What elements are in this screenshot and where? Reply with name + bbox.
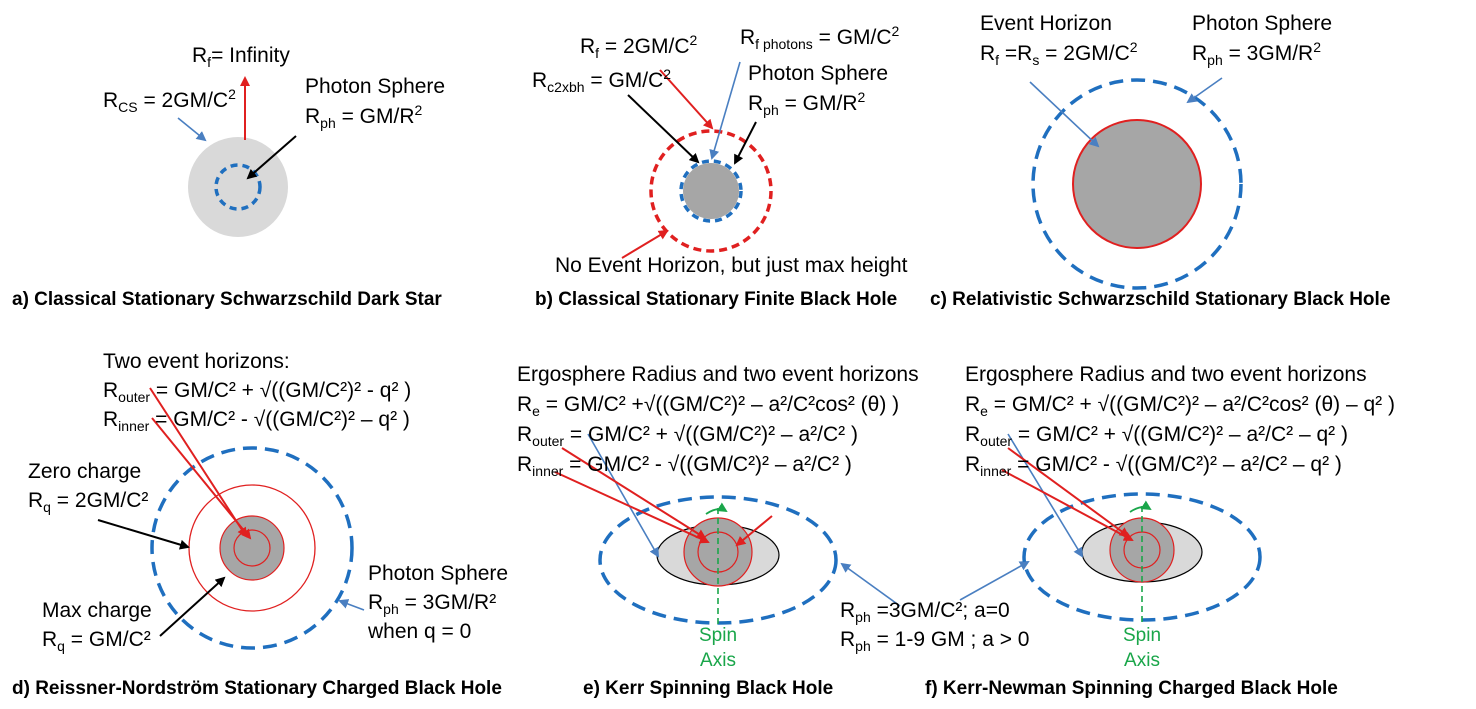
rinner-arrow-f [1001,469,1134,541]
spin-arrow-f [1129,500,1152,513]
two-horizons-title: Two event horizons: [103,350,290,373]
zero-charge-arrow [97,519,190,550]
caption-f: f) Kerr-Newman Spinning Charged Black Ho… [925,678,1338,699]
caption-c: c) Relativistic Schwarzschild Stationary… [930,289,1390,310]
router-arrow-f [1007,447,1130,538]
rinner-arrow-e [554,471,710,544]
re-arrow-e [587,433,659,558]
rfph-arrow [709,61,741,160]
caption-a: a) Classical Stationary Schwarzschild Da… [12,289,442,310]
max-height-ring [649,129,773,253]
zero-charge-title: Zero charge [28,460,141,483]
rf-arrow-b [659,69,714,130]
dark-star-body [188,137,288,237]
max-height-note: No Event Horizon, but just max height [555,254,908,277]
ergosphere-title-e: Ergosphere Radius and two event horizons [517,363,919,386]
charged-black-hole-body [219,515,285,581]
caption-d: d) Reissner-Nordström Stationary Charged… [12,678,502,699]
rph-label-a: Rph = GM/R2 [305,102,423,131]
photon-sphere-ring [214,163,262,211]
panel-c: Event Horizon Rf =Rs = 2GM/C2 Photon Sph… [930,12,1390,310]
axis-label-f: Axis [1124,650,1160,671]
rc2-arrow [627,94,700,164]
rph-label-e1: Rph =3GM/C²; a=0 [840,599,1010,625]
rfph-label: Rf photons = GM/C2 [740,23,900,52]
router-label-d: Router = GM/C² + √((GM/C²)² - q² ) [103,379,411,405]
re-arrow-f [1007,433,1084,558]
finite-black-hole-body [683,163,739,219]
rinner-label-e: Rinner = GM/C² - √((GM/C²)² – a²/C² ) [517,453,852,479]
rf-label-a: Rf= Infinity [192,44,290,70]
rcs-arrow [177,117,207,142]
event-horizon-body [1072,119,1202,249]
router-arrow-d [149,387,248,538]
rph-arrow-e [840,562,901,607]
rph-arrow-b [734,121,757,165]
photon-sphere-title-d: Photon Sphere [368,562,508,585]
rph-label-c: Rph = 3GM/R2 [1192,39,1321,68]
rph-label-b: Rph = GM/R2 [748,89,866,118]
event-horizon-title: Event Horizon [980,12,1112,35]
photon-sphere-ring-d [150,446,354,650]
re-label-f: Re = GM/C² + √((GM/C²)² – a²/C²cos² (θ) … [965,393,1395,419]
inner-horizon-ring [233,529,271,567]
rq-zero-label: Rq = 2GM/C² [28,489,148,515]
rf-label-c: Rf =Rs = 2GM/C2 [980,39,1138,68]
rph-note-d: when q = 0 [367,620,471,643]
rph-arrow-d [338,599,365,611]
router-arrow-e [561,447,707,540]
panel-f: Ergosphere Radius and two event horizons… [925,363,1395,699]
spin-label-e: Spin [699,625,737,646]
caption-b: b) Classical Stationary Finite Black Hol… [535,289,897,310]
axis-label-e: Axis [700,650,736,671]
re-label-e: Re = GM/C² +√((GM/C²)² – a²/C²cos² (θ) ) [517,393,899,419]
rinner-arrow-e2 [735,515,773,547]
rph-arrow [246,135,297,180]
spin-label-f: Spin [1123,625,1161,646]
rph-arrow-c [1186,77,1223,104]
photon-sphere-title-b: Photon Sphere [748,62,888,85]
router-label-f: Router = GM/C² + √((GM/C²)² – a²/C² – q²… [965,423,1348,449]
rph-label-e2: Rph = 1-9 GM ; a > 0 [840,628,1030,654]
note-arrow [621,229,669,259]
panel-d: Two event horizons: Router = GM/C² + √((… [12,350,508,699]
panel-a: Rf= Infinity RCS = 2GM/C2 Photon Sphere … [12,44,445,310]
photon-sphere-ring-c [1031,78,1243,290]
max-charge-arrow [159,576,226,637]
ergosphere-title-f: Ergosphere Radius and two event horizons [965,363,1367,386]
spin-arrow-e [705,502,728,515]
photon-sphere-ring-b [679,159,743,223]
panel-b: Rf = 2GM/C2 Rf photons = GM/C2 Rc2xbh = … [532,23,908,310]
rc2-label: Rc2xbh = GM/C2 [532,66,671,95]
photon-sphere-title-c: Photon Sphere [1192,12,1332,35]
panel-e: Ergosphere Radius and two event horizons… [517,363,1030,699]
rf-label-b: Rf = 2GM/C2 [580,32,698,61]
rph-label-d: Rph = 3GM/R² [368,591,496,617]
photon-sphere-title-a: Photon Sphere [305,75,445,98]
max-charge-title: Max charge [42,599,152,622]
router-label-e: Router = GM/C² + √((GM/C²)² – a²/C² ) [517,423,858,449]
rcs-label: RCS = 2GM/C2 [103,86,236,115]
rinner-label-f: Rinner = GM/C² - √((GM/C²)² – a²/C² – q²… [965,453,1342,479]
eh-arrow [1029,81,1100,148]
rq-max-label: Rq = GM/C² [42,628,151,654]
rinner-label-d: Rinner = GM/C² - √((GM/C²)² – q² ) [103,408,410,434]
rinner-arrow-d [151,417,252,540]
rph-arrow-f [959,561,1030,601]
caption-e: e) Kerr Spinning Black Hole [583,678,833,699]
